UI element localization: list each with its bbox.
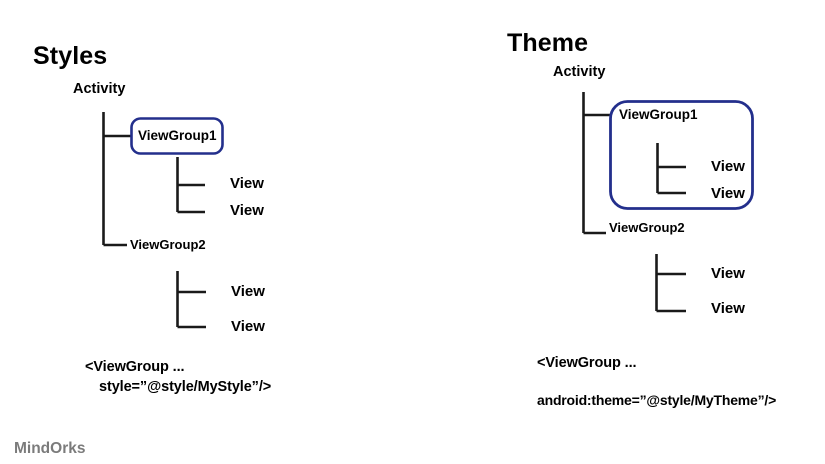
right-node-activity: Activity: [553, 64, 606, 80]
left-node-view-2: View: [230, 202, 264, 219]
left-node-view-1: View: [230, 175, 264, 192]
left-node-view-4: View: [231, 318, 265, 335]
right-node-viewgroup2: ViewGroup2: [609, 220, 685, 235]
right-code-line-1: <ViewGroup ...: [537, 355, 637, 371]
left-node-viewgroup2: ViewGroup2: [130, 237, 206, 252]
right-node-view-2: View: [711, 185, 745, 202]
left-node-viewgroup1: ViewGroup1: [138, 128, 217, 143]
right-node-view-3: View: [711, 265, 745, 282]
left-node-activity: Activity: [73, 81, 126, 97]
watermark-mindorks: MindOrks: [14, 440, 86, 457]
right-node-view-4: View: [711, 300, 745, 317]
right-node-viewgroup1: ViewGroup1: [619, 107, 698, 122]
left-code-line-1: <ViewGroup ...: [85, 359, 185, 375]
right-panel-title: Theme: [507, 29, 589, 57]
left-node-view-3: View: [231, 283, 265, 300]
left-panel-title: Styles: [33, 42, 108, 70]
right-node-view-1: View: [711, 158, 745, 175]
left-code-line-2: style=”@style/MyStyle”/>: [99, 379, 272, 395]
right-code-line-2: android:theme=”@style/MyTheme”/>: [537, 392, 777, 408]
